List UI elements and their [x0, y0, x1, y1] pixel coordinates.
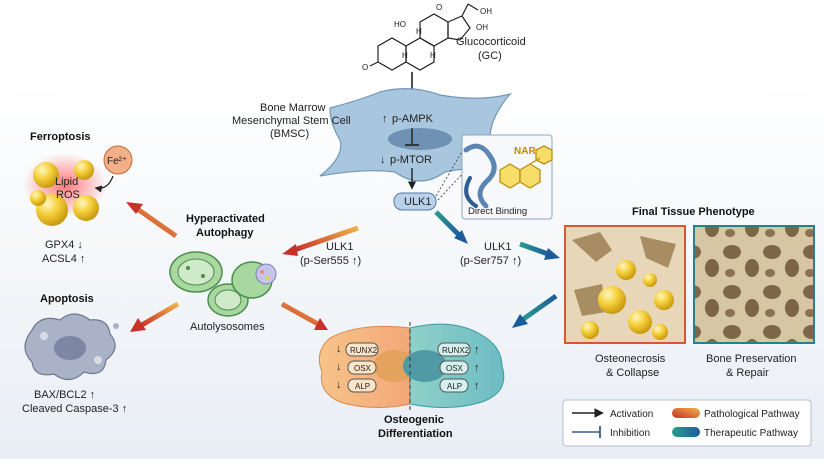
autolysosomes-label: Autolysosomes — [190, 321, 265, 333]
iron-ros-arrow — [94, 175, 114, 193]
osteo-nucleus-right — [403, 350, 447, 382]
apoptosis-marker-2: Cleaved Caspase-3 ↑ — [22, 403, 127, 415]
pathological-arrows — [126, 202, 359, 332]
nar-molecule — [499, 145, 553, 189]
osx-left: OSX — [354, 364, 372, 373]
iron-ion — [103, 145, 133, 175]
up-arrow: ↑ — [474, 344, 480, 356]
therapeutic-arrows — [434, 210, 560, 328]
legend-activation: Activation — [610, 409, 653, 420]
apoptosis-marker-1: BAX/BCL2 ↑ — [34, 389, 95, 401]
binding-dash-1 — [437, 169, 467, 201]
mtor-label: p-MTOR — [390, 154, 432, 166]
autophagy-title-2: Autophagy — [196, 227, 254, 239]
apoptotic-bleb — [40, 332, 48, 340]
gc-o-left-label: O — [362, 63, 368, 72]
osteo-markers-right: RUNX2 ↑ OSX ↑ ALP ↑ — [437, 342, 480, 393]
bmsc-label-2: Mesenchymal Stem Cell — [232, 115, 351, 127]
gc-label-2: (GC) — [478, 50, 502, 62]
ampk-label: p-AMPK — [392, 113, 434, 125]
bmsc-label-1: Bone Marrow — [260, 102, 325, 114]
apoptosis-title: Apoptosis — [40, 293, 94, 305]
bmsc-nucleus — [388, 128, 452, 150]
preservation-label-2: & Repair — [726, 367, 769, 379]
lipid-droplet — [33, 162, 59, 188]
up-arrow: ↑ — [474, 380, 480, 392]
ulk1-label: ULK1 — [404, 196, 432, 208]
ferroptosis-marker-2: ACSL4 ↑ — [42, 253, 85, 265]
gc-label-1: Glucocorticoid — [456, 36, 526, 48]
background-band — [0, 81, 824, 459]
gc-o-top-label: O — [436, 3, 442, 12]
path-left-label-2: (p-Ser555 ↑) — [300, 255, 361, 267]
osx-right: OSX — [446, 364, 464, 373]
ulk1-pill — [393, 192, 437, 211]
apoptotic-bleb — [94, 356, 102, 364]
legend-pathological: Pathological Pathway — [704, 409, 800, 420]
nar-label: NAR — [514, 146, 536, 157]
osteo-markers-left: ↓ RUNX2 ↓ OSX ↓ ALP — [336, 342, 379, 393]
osteonecrosis-label-2: & Collapse — [606, 367, 659, 379]
protein-ribbon-2 — [464, 176, 478, 208]
up-arrow: ↑ — [474, 362, 480, 374]
bmsc-label-3: (BMSC) — [270, 128, 309, 140]
alp-right: ALP — [447, 382, 462, 391]
ros-label-1: Lipid — [55, 176, 78, 188]
down-arrow: ↓ — [336, 343, 342, 355]
down-arrow: ↓ — [336, 379, 342, 391]
ros-label-2: ROS — [56, 189, 80, 201]
path-right-label-2: (p-Ser757 ↑) — [460, 255, 521, 267]
down-arrow: ↓ — [336, 361, 342, 373]
nar-caption: Direct Binding — [468, 206, 527, 217]
mtor-down-arrow: ↓ — [380, 154, 386, 166]
gc-ho-label: HO — [394, 20, 406, 29]
legend — [562, 399, 812, 447]
glucocorticoid-molecule — [369, 3, 479, 71]
runx2-left: RUNX2 — [350, 346, 378, 355]
autophagy-title-1: Hyperactivated — [186, 213, 265, 225]
lipid-droplet — [73, 195, 99, 221]
gc-h3-label: H — [402, 51, 408, 60]
osteonecrosis-panel — [564, 225, 686, 344]
gc-h1-label: H — [416, 27, 422, 36]
iron-label: Fe²⁺ — [107, 156, 127, 167]
apoptotic-nucleus — [54, 336, 86, 360]
ferroptosis-title: Ferroptosis — [30, 131, 91, 143]
legend-therapeutic: Therapeutic Pathway — [704, 428, 798, 439]
lipid-droplet — [30, 190, 46, 206]
apoptotic-body — [113, 323, 119, 329]
path-right-label-1: ULK1 — [484, 241, 512, 253]
gc-oh-label: OH — [480, 7, 492, 16]
binding-dash-2 — [435, 147, 465, 197]
preservation-label-1: Bone Preservation — [706, 353, 797, 365]
lipid-droplet — [74, 160, 94, 180]
alp-left: ALP — [355, 382, 370, 391]
ampk-up-arrow: ↑ — [382, 113, 388, 125]
path-left-label-1: ULK1 — [326, 241, 354, 253]
osteo-title-1: Osteogenic — [384, 414, 444, 426]
osteo-title-2: Differentiation — [378, 428, 453, 440]
phenotype-title: Final Tissue Phenotype — [632, 206, 755, 218]
osteonecrosis-label-1: Osteonecrosis — [595, 353, 666, 365]
ferroptosis-marker-1: GPX4 ↓ — [45, 239, 83, 251]
protein-ribbon-1 — [463, 143, 497, 209]
gc-oh-side-label: OH — [476, 23, 488, 32]
runx2-right: RUNX2 — [442, 346, 470, 355]
autolysosome-cluster — [169, 251, 277, 317]
legend-inhibition: Inhibition — [610, 428, 650, 439]
gc-h2-label: H — [430, 51, 436, 60]
bone-preservation-panel — [693, 225, 815, 344]
